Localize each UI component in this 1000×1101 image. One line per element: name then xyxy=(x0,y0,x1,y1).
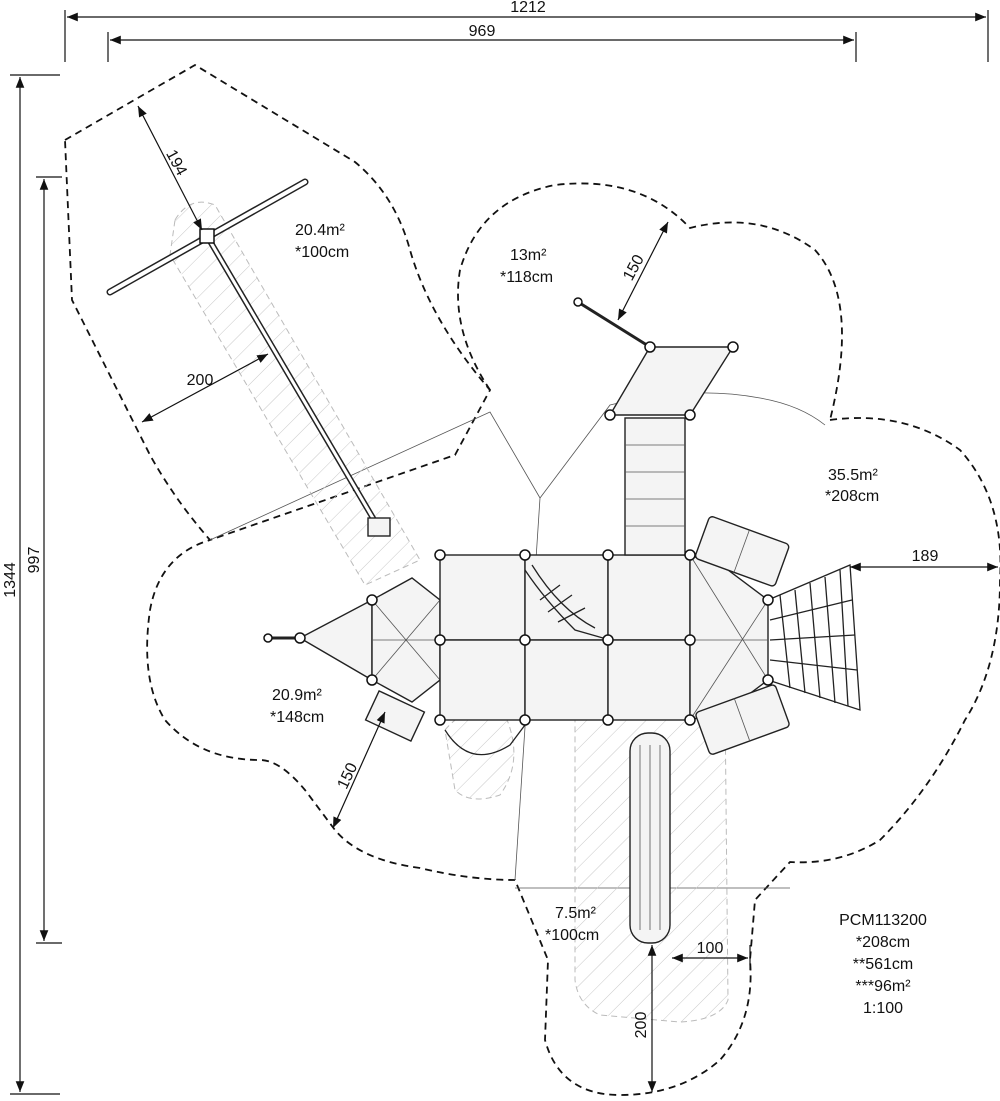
dimension-label-1212: 1212 xyxy=(510,0,546,16)
zone-area: 20.9m² xyxy=(272,687,322,704)
zone-area: 7.5m² xyxy=(555,905,597,922)
product-code: PCM113200 xyxy=(839,912,927,929)
dimension-swing-200: 200 xyxy=(141,353,269,423)
info-line-1: *208cm xyxy=(856,934,910,951)
zone-area: 13m² xyxy=(510,247,547,264)
dimension-swing-194: 194 xyxy=(137,105,203,231)
zone-label-main: 35.5m² *208cm xyxy=(825,467,879,505)
dimension-slide-100: 100 xyxy=(672,940,751,970)
dimension-slide-200: 200 xyxy=(633,945,657,1092)
dimension-label-189: 189 xyxy=(912,548,939,565)
safety-zone-swing xyxy=(64,63,492,542)
dimension-label-100: 100 xyxy=(697,940,724,957)
dimension-left-bottom-150: 150 xyxy=(332,711,386,829)
zone-height: *148cm xyxy=(270,709,324,726)
zone-label-top-right: 13m² *118cm xyxy=(500,247,553,286)
dimension-label-150-top: 150 xyxy=(620,252,648,284)
zone-area: 35.5m² xyxy=(828,467,878,484)
zone-height: *208cm xyxy=(825,488,879,505)
zone-height: *100cm xyxy=(295,244,349,261)
dimension-overall-width: 1212 xyxy=(64,0,989,62)
dimension-label-997: 997 xyxy=(26,547,43,574)
dimension-top-right-150: 150 xyxy=(617,221,669,321)
safety-zone-top-right xyxy=(457,182,843,421)
dimension-right-189: 189 xyxy=(850,548,998,572)
dimension-overall-height: 1344 xyxy=(2,74,60,1095)
zone-height: *118cm xyxy=(500,269,553,286)
info-line-3: ***96m² xyxy=(855,978,911,995)
info-line-2: **561cm xyxy=(853,956,913,973)
dimension-label-150-bottom: 150 xyxy=(335,760,362,791)
zone-height: *100cm xyxy=(545,927,599,944)
dimension-label-200-slide: 200 xyxy=(633,1012,650,1039)
scale-label: 1:100 xyxy=(863,1000,903,1017)
zone-label-swing: 20.4m² *100cm xyxy=(295,222,349,261)
dimension-label-969: 969 xyxy=(469,23,496,40)
zone-label-left: 20.9m² *148cm xyxy=(270,687,324,726)
product-info-block: PCM113200 *208cm **561cm ***96m² 1:100 xyxy=(839,912,927,1017)
zone-area: 20.4m² xyxy=(295,222,345,239)
dimension-inner-width: 969 xyxy=(107,23,857,62)
swing-structure xyxy=(106,178,391,537)
play-structure xyxy=(263,297,861,944)
dimension-inner-height: 997 xyxy=(26,176,62,944)
dimension-label-200-swing: 200 xyxy=(187,372,214,389)
zone-label-slide: 7.5m² *100cm xyxy=(545,905,599,944)
dimension-label-1344: 1344 xyxy=(2,562,19,598)
dimension-label-194: 194 xyxy=(162,147,190,179)
safety-zone-main xyxy=(146,417,1000,1096)
